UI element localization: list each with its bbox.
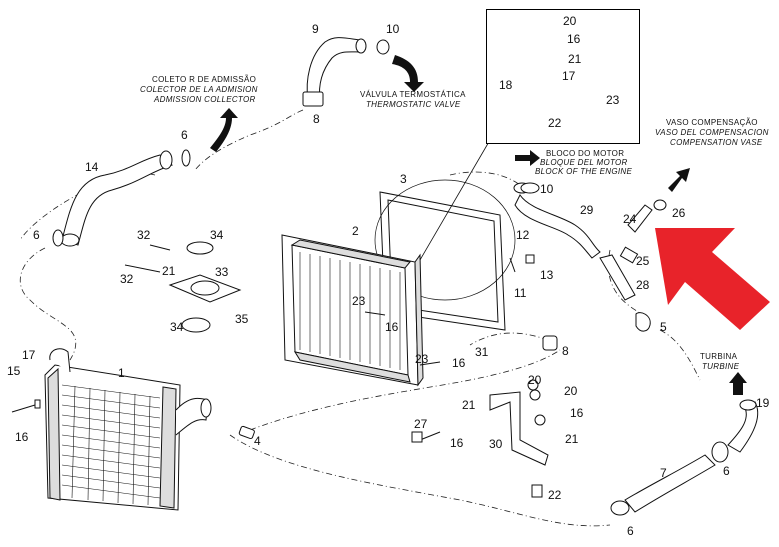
detail-inset (486, 9, 640, 144)
flow-direction-arrow (668, 168, 690, 192)
compensation-label-es: VASO DEL COMPENSACION (655, 128, 769, 137)
flow-direction-arrow (210, 108, 238, 152)
red-pointer-arrow (655, 228, 770, 330)
flow-direction-arrows (210, 55, 747, 395)
engine-block-label-pt: BLOCO DO MOTOR (546, 149, 625, 158)
compensation-label-pt: VASO COMPENSAÇÃO (666, 118, 758, 127)
part-number: 8 (313, 112, 320, 126)
part-number: 32 (137, 228, 151, 242)
part-number: 22 (548, 116, 562, 130)
part-number: 34 (170, 320, 184, 334)
clamp-6-a (52, 149, 191, 247)
hose-19 (711, 399, 759, 463)
part-number: 28 (636, 278, 650, 292)
thermostat-label-pt: VÁLVULA TERMOSTÁTICA (360, 90, 466, 99)
part-number: 14 (85, 160, 99, 174)
intercooler (44, 348, 212, 511)
admission-label-en: ADMISSION COLLECTOR (154, 95, 256, 104)
radiator (281, 234, 424, 387)
part-number: 33 (215, 265, 229, 279)
part-number: 16 (450, 436, 464, 450)
part-number: 6 (181, 128, 188, 142)
hose-29 (513, 182, 601, 259)
part-number: 26 (672, 206, 686, 220)
part-number: 6 (627, 524, 634, 538)
bracket-30 (489, 391, 549, 466)
bolts (11, 244, 546, 498)
part-number: 18 (499, 78, 513, 92)
part-number: 15 (7, 364, 21, 378)
engine-block-label-es: BLOQUE DEL MOTOR (540, 158, 628, 167)
part-number: 27 (414, 417, 428, 431)
part-number: 9 (312, 22, 319, 36)
inset-leader (419, 139, 491, 261)
part-number: 8 (562, 344, 569, 358)
part-number: 22 (548, 488, 562, 502)
part-number: 16 (570, 406, 584, 420)
part-number: 1 (118, 366, 125, 380)
part-number: 7 (660, 466, 667, 480)
part-number: 17 (22, 348, 36, 362)
part-number: 16 (452, 356, 466, 370)
part-number: 30 (489, 437, 503, 451)
part-number: 21 (565, 432, 579, 446)
part-number: 35 (235, 312, 249, 326)
part-number: 12 (516, 228, 530, 242)
engine-block-label-en: BLOCK OF THE ENGINE (535, 167, 633, 176)
clamp-10-top (376, 39, 390, 55)
part-number: 6 (33, 228, 40, 242)
part-number: 3 (400, 172, 407, 186)
part-number: 20 (564, 384, 578, 398)
flow-direction-arrow (515, 150, 540, 166)
flow-direction-arrow (392, 55, 424, 92)
part-number: 23 (352, 294, 366, 308)
part-number: 19 (756, 396, 770, 410)
part-number: 25 (636, 254, 650, 268)
part-number: 13 (540, 268, 554, 282)
part-number: 16 (385, 320, 399, 334)
part-number: 16 (15, 430, 29, 444)
part-number: 17 (562, 69, 576, 83)
flow-direction-arrow (729, 372, 747, 395)
part-number: 10 (540, 182, 554, 196)
part-number: 24 (623, 212, 637, 226)
part-number: 6 (723, 464, 730, 478)
turbine-label-en: TURBINE (702, 362, 740, 371)
clamp-8 (520, 182, 558, 351)
part-number: 31 (475, 345, 489, 359)
part-number: 10 (386, 22, 400, 36)
part-number: 20 (528, 373, 542, 387)
part-number: 23 (606, 93, 620, 107)
turbine-label-pt: TURBINA (700, 352, 738, 361)
hose-9 (302, 37, 367, 107)
thermostat-label-en: THERMOSTATIC VALVE (366, 100, 461, 109)
flange-33 (168, 241, 242, 333)
hose-4 (238, 425, 255, 440)
part-number: 34 (210, 228, 224, 242)
part-number: 21 (162, 264, 176, 278)
part-number: 5 (660, 320, 667, 334)
part-number: 4 (254, 434, 261, 448)
hose-28-25 (599, 204, 653, 332)
part-number: 21 (568, 52, 582, 66)
part-number: 16 (567, 32, 581, 46)
part-number: 2 (352, 224, 359, 238)
part-number: 20 (563, 14, 577, 28)
admission-label-pt: COLETO R DE ADMISSÃO (152, 75, 257, 84)
part-number: 23 (415, 352, 429, 366)
cap-26 (653, 199, 667, 211)
part-number: 11 (514, 286, 527, 300)
part-number: 29 (580, 203, 594, 217)
admission-label-es: COLECTOR DE LA ADMISION (140, 85, 258, 94)
hose-7 (610, 454, 716, 516)
hose-14 (60, 150, 174, 247)
part-number: 32 (120, 272, 134, 286)
part-number: 21 (462, 398, 476, 412)
compensation-label-en: COMPENSATION VASE (670, 138, 763, 147)
